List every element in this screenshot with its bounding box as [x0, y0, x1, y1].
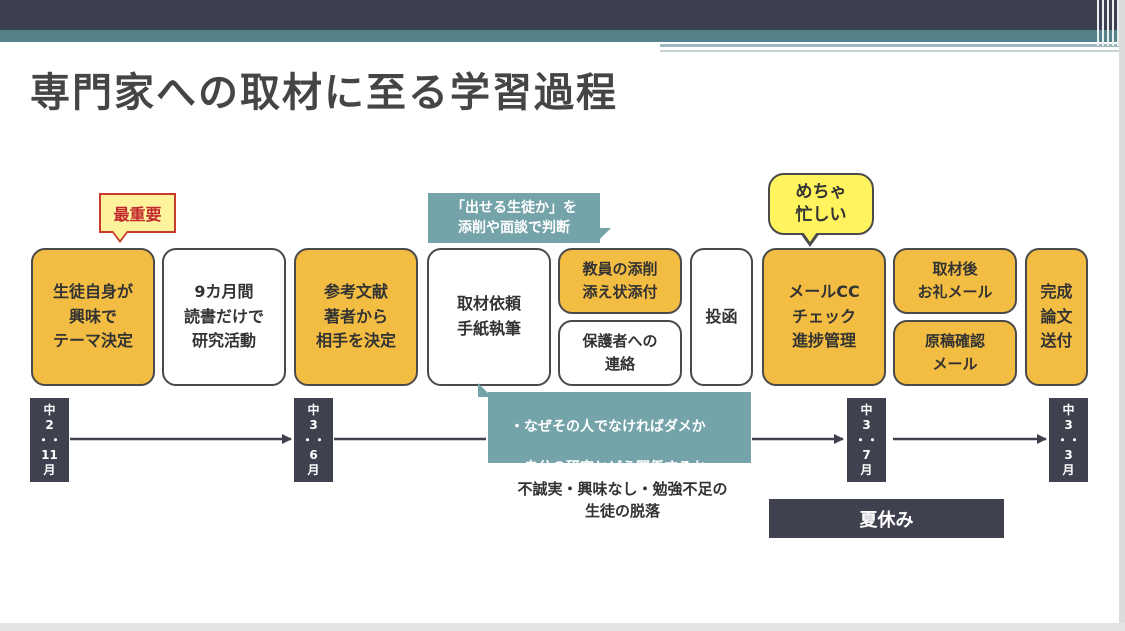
date-marker-3: 中 3 ・・ 7 月 [847, 398, 886, 482]
header-bar [0, 0, 1125, 30]
date-marker-4: 中 3 ・・ 3 月 [1049, 398, 1088, 482]
header-stripes [1097, 0, 1119, 46]
step-choose-interviewee: 参考文献 著者から 相手を決定 [294, 248, 418, 386]
date-marker-2: 中 3 ・・ 6 月 [294, 398, 333, 482]
dropout-note: 不誠実・興味なし・勉強不足の 生徒の脱落 [517, 480, 728, 520]
step-teacher-review: 教員の添削 添え状添付 [558, 248, 682, 314]
callout-screening: 「出せる生徒か」を 添削や面談で判断 [428, 193, 600, 243]
step-request-letter: 取材依頼 手紙執筆 [427, 248, 551, 386]
date-marker-1: 中 2 ・・ 11 月 [30, 398, 69, 482]
step-complete: 完成 論文 送付 [1025, 248, 1088, 386]
criteria-item: ・自分の研究とどう関係するか [510, 459, 706, 476]
step-confirm-mail: 原稿確認 メール [893, 320, 1017, 386]
criteria-item: ・文献を読んだ上で質問は何か [510, 500, 706, 517]
header-accent-bar [0, 30, 1125, 42]
callout-screening-tail [597, 228, 611, 242]
header-line-light [660, 50, 1125, 52]
step-guardian-contact: 保護者への 連絡 [558, 320, 682, 386]
priority-badge: 最重要 [99, 193, 176, 233]
summer-break-label: 夏休み [769, 499, 1004, 538]
step-email-cc: メールCC チェック 進捗管理 [762, 248, 886, 386]
step-thanks-mail: 取材後 お礼メール [893, 248, 1017, 314]
step-theme-decision: 生徒自身が 興味で テーマ決定 [31, 248, 155, 386]
step-mailing: 投函 [690, 248, 753, 386]
priority-badge-tail-inner [113, 231, 127, 240]
busy-bubble-tail-inner [803, 232, 817, 242]
slide-edge-right [1119, 0, 1125, 631]
slide-edge-bottom [0, 623, 1125, 631]
criteria-item: ・なぜその人でなければダメか [510, 419, 706, 436]
callout-criteria: ・なぜその人でなければダメか ・自分の研究とどう関係するか ・文献を読んだ上で質… [488, 392, 751, 516]
header-line [660, 44, 1125, 47]
busy-bubble: めちゃ 忙しい [768, 173, 874, 235]
step-reading: 9カ月間 読書だけで 研究活動 [162, 248, 286, 386]
page-title: 専門家への取材に至る学習過程 [30, 70, 618, 116]
